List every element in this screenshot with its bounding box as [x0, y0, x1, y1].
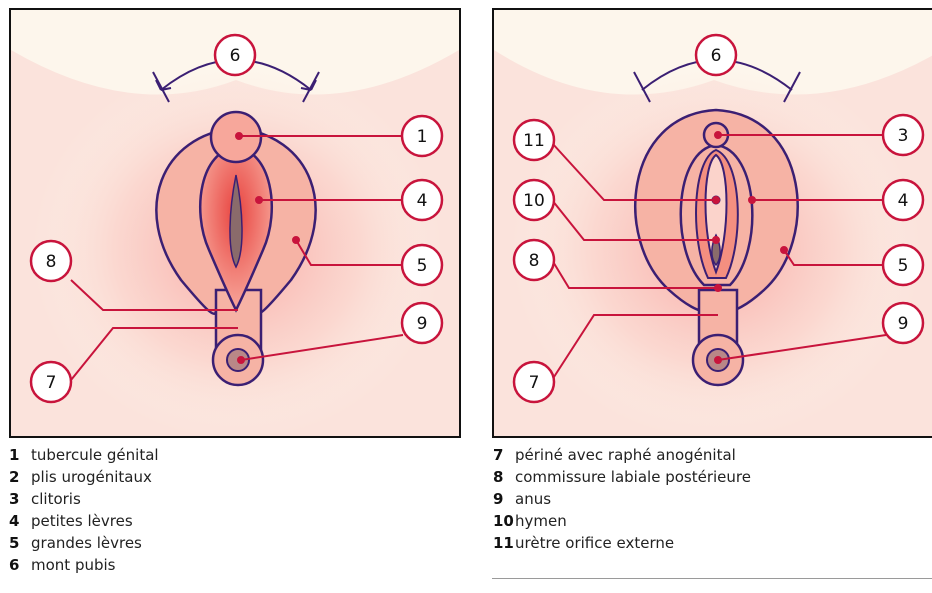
- legend-left: 1 tubercule génital 2 plis urogénitaux 3 cl…: [9, 444, 159, 576]
- legend-number: 3: [9, 490, 20, 508]
- legend-text: plis urogénitaux: [31, 468, 152, 486]
- legend-row: 4 petites lèvres: [9, 510, 159, 532]
- callout-9: 9: [400, 301, 444, 345]
- legend-text: tubercule génital: [31, 446, 159, 464]
- svg-text:11: 11: [523, 131, 545, 151]
- legend-row: 7 périné avec raphé anogénital: [493, 444, 751, 466]
- callout-8: 8: [512, 238, 556, 282]
- legend-row: 6 mont pubis: [9, 554, 159, 576]
- legend-row: 10hymen: [493, 510, 751, 532]
- legend-divider: [492, 578, 932, 579]
- legend-number: 11: [493, 534, 514, 552]
- callout-4: 4: [400, 178, 444, 222]
- svg-text:4: 4: [898, 191, 909, 211]
- callout-lines: [70, 132, 404, 381]
- legend-text: petites lèvres: [31, 512, 133, 530]
- legend-number: 1: [9, 446, 20, 464]
- legend-number: 7: [493, 446, 504, 464]
- svg-text:5: 5: [898, 256, 909, 276]
- svg-text:7: 7: [46, 373, 57, 393]
- svg-text:10: 10: [523, 191, 545, 211]
- callout-10: 10: [512, 178, 556, 222]
- svg-text:9: 9: [417, 314, 428, 334]
- legend-row: 9 anus: [493, 488, 751, 510]
- callout-8: 8: [29, 239, 73, 283]
- svg-text:6: 6: [230, 46, 241, 66]
- legend-text: clitoris: [31, 490, 81, 508]
- legend-row: 5 grandes lèvres: [9, 532, 159, 554]
- legend-number: 4: [9, 512, 20, 530]
- callout-7: 7: [512, 360, 556, 404]
- svg-text:5: 5: [417, 256, 428, 276]
- legend-text: hymen: [515, 512, 567, 530]
- hymen-shape: [704, 153, 728, 275]
- legend-number: 10: [493, 512, 514, 530]
- legend-text: commissure labiale postérieure: [515, 468, 751, 486]
- callout-7: 7: [29, 360, 73, 404]
- left-diagram-panel: 6 1 4 5 8 9 7: [9, 8, 461, 438]
- svg-text:1: 1: [417, 127, 428, 147]
- callout-5: 5: [400, 243, 444, 287]
- callout-1: 1: [400, 114, 444, 158]
- legend-text: périné avec raphé anogénital: [515, 446, 736, 464]
- legend-number: 6: [9, 556, 20, 574]
- legend-row: 1 tubercule génital: [9, 444, 159, 466]
- svg-text:4: 4: [417, 191, 428, 211]
- callout-11: 11: [512, 118, 556, 162]
- legend-text: anus: [515, 490, 552, 508]
- callout-lines: [551, 131, 887, 381]
- legend-number: 8: [493, 468, 504, 486]
- svg-text:7: 7: [529, 373, 540, 393]
- legend-text: urètre orifice externe: [515, 534, 675, 552]
- legend-number: 2: [9, 468, 20, 486]
- svg-text:6: 6: [711, 46, 722, 66]
- svg-text:9: 9: [898, 314, 909, 334]
- legend-right: 7 périné avec raphé anogénital 8 commissur…: [493, 444, 751, 554]
- callout-9: 9: [881, 301, 925, 345]
- svg-text:8: 8: [46, 252, 57, 272]
- svg-text:3: 3: [898, 126, 909, 146]
- legend-number: 5: [9, 534, 20, 552]
- callout-5: 5: [881, 243, 925, 287]
- legend-number: 9: [493, 490, 504, 508]
- callout-6: 6: [694, 33, 738, 77]
- legend-text: mont pubis: [31, 556, 116, 574]
- legend-row: 8 commissure labiale postérieure: [493, 466, 751, 488]
- legend-row: 3 clitoris: [9, 488, 159, 510]
- callout-6: 6: [213, 33, 257, 77]
- right-diagram: 6 3 11 4 10 5 8 9: [494, 33, 932, 436]
- right-diagram-panel: 6 3 11 4 10 5 8 9: [492, 8, 932, 438]
- legend-row: 2 plis urogénitaux: [9, 466, 159, 488]
- legend-text: grandes lèvres: [31, 534, 142, 552]
- callout-3: 3: [881, 113, 925, 157]
- svg-text:8: 8: [529, 251, 540, 271]
- left-diagram: 6 1 4 5 8 9 7: [11, 33, 459, 436]
- legend-row: 11urètre orifice externe: [493, 532, 751, 554]
- urogenital-slit-shape: [229, 174, 243, 269]
- callout-4: 4: [881, 178, 925, 222]
